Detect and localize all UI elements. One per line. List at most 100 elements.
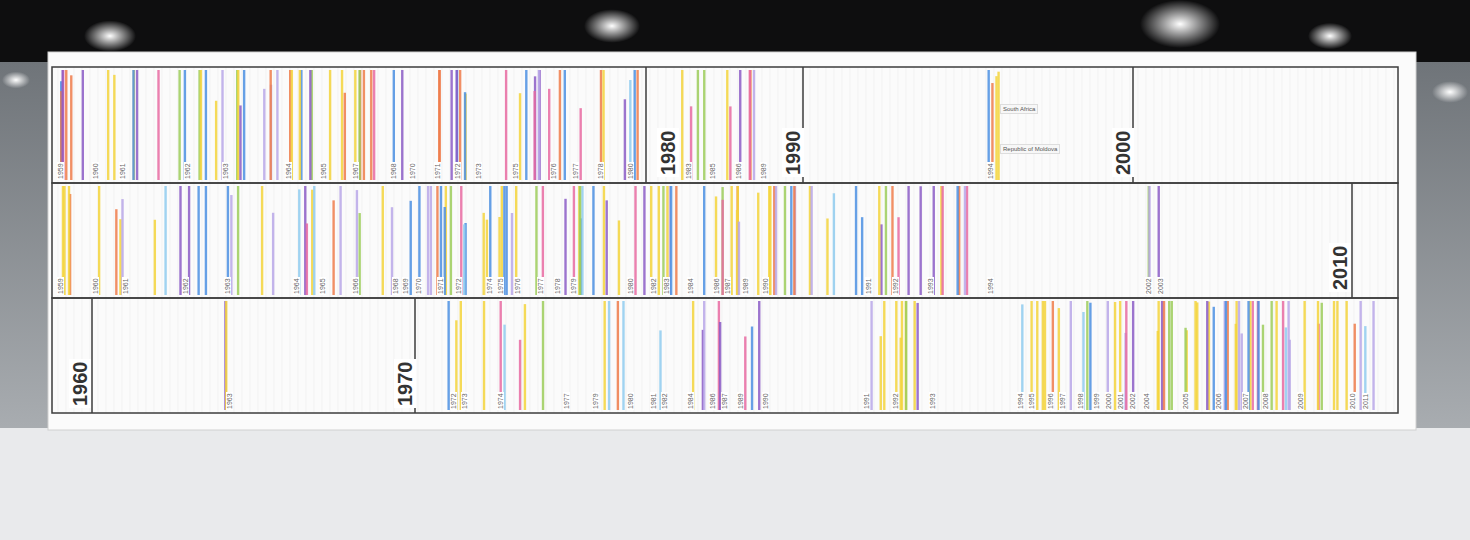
grid-line [282,67,283,413]
grid-line [618,67,619,413]
event-line [564,70,566,180]
event-line [237,70,239,180]
grid-line [1346,67,1347,413]
year-label: 1989 [760,162,767,180]
grid-line [930,67,931,413]
floor [0,428,1470,540]
event-line [445,186,447,295]
grid-line [530,67,531,413]
grid-line [962,67,963,413]
year-label: 1982 [661,392,668,410]
event-line [263,89,265,180]
event-line [861,217,863,295]
decade-label: 1960 [69,360,91,409]
grid-line [802,67,803,413]
grid-line [274,67,275,413]
grid-line [58,67,59,413]
event-line [643,186,645,295]
event-line [1288,340,1290,410]
grid-line [1034,67,1035,413]
grid-line [186,67,187,413]
event-line [1194,301,1196,410]
year-label: 1976 [550,162,557,180]
grid-line [642,67,643,413]
ceiling-light [2,72,30,89]
grid-line [978,67,979,413]
year-label: 2001 [1117,392,1124,410]
grid-line [1394,67,1395,413]
event-line [113,75,115,180]
grid-line [938,67,939,413]
grid-line [474,67,475,413]
year-label: 1961 [119,162,126,180]
event-line [70,75,72,180]
event-line [1275,301,1277,410]
year-label: 1968 [390,162,397,180]
grid-line [114,67,115,413]
grid-line [194,67,195,413]
decade-divider [1351,183,1353,298]
year-label: 1984 [687,392,694,410]
event-line [276,70,278,180]
year-label: 1973 [475,162,482,180]
grid-line [1114,67,1115,413]
event-line [306,223,308,295]
year-label: 1964 [293,277,300,295]
grid-line [994,67,995,413]
event-line [1161,301,1163,410]
grid-line [122,67,123,413]
event-line [670,186,672,295]
event-line [753,70,755,180]
event-line [1206,301,1208,410]
year-label: 1994 [987,162,994,180]
grid-line [322,67,323,413]
country-label: South Africa [1000,104,1038,114]
year-label: 1960 [92,277,99,295]
grid-line [1042,67,1043,413]
event-line [304,186,306,295]
grid-line [162,67,163,413]
grid-line [570,67,571,413]
grid-line [1266,67,1267,413]
grid-line [554,67,555,413]
event-line [133,70,135,180]
year-label: 2003 [1157,277,1164,295]
event-line [564,199,566,295]
year-label: 1962 [182,277,189,295]
grid-line [1066,67,1067,413]
grid-line [578,67,579,413]
event-line [344,93,346,180]
event-line [1287,301,1289,410]
event-line [905,301,907,410]
grid-line [858,67,859,413]
grid-line [250,67,251,413]
grid-line [658,67,659,413]
year-label: 2005 [1182,392,1189,410]
grid-line [562,67,563,413]
year-label: 2006 [1215,392,1222,410]
event-line [622,301,624,410]
event-line [870,301,872,410]
grid-line [906,67,907,413]
event-line [511,213,513,295]
event-line [905,301,907,410]
event-line [373,70,375,180]
event-line [1317,301,1319,410]
event-line [675,186,677,295]
year-label: 1990 [762,277,769,295]
grid-line [1082,67,1083,413]
event-line [769,186,771,295]
grid-line [674,67,675,413]
year-label: 1980 [627,277,634,295]
grid-line [610,67,611,413]
event-line [1042,301,1044,410]
grid-line [362,67,363,413]
ceiling-light [584,9,640,43]
event-line [940,186,942,295]
grid-line [1090,67,1091,413]
event-line [1227,301,1229,410]
grid-line [602,67,603,413]
year-label: 1974 [497,392,504,410]
grid-line [730,67,731,413]
grid-line [738,67,739,413]
